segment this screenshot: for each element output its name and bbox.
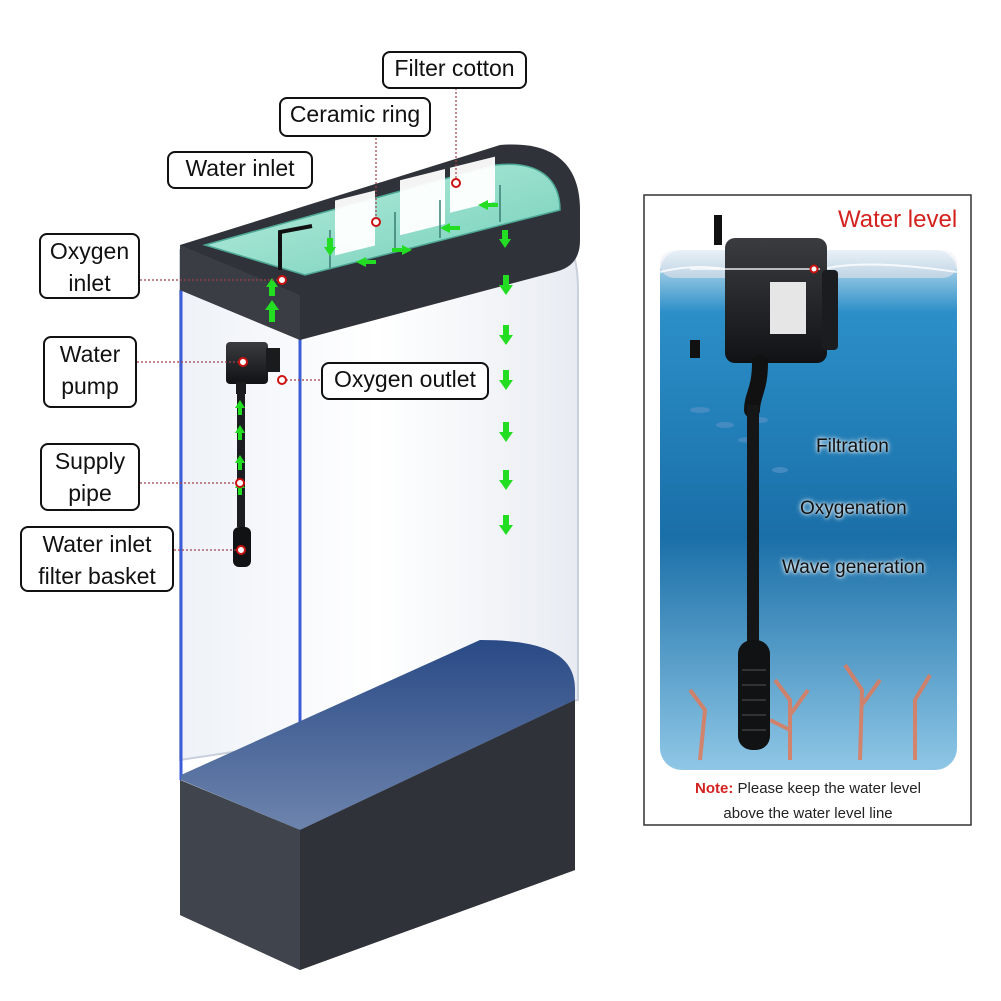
- tank-base: [180, 700, 575, 970]
- arrow-tray-2: [356, 257, 376, 267]
- label-oxygen-inlet-line2: inlet: [68, 270, 111, 296]
- top-filter-housing: [180, 144, 580, 340]
- label-water-inlet: Water inlet: [167, 151, 313, 189]
- arrow-up-inlet-2: [266, 278, 278, 296]
- arrow-tray-5: [478, 200, 498, 210]
- marker-water-pump: [238, 357, 248, 367]
- label-water-pump-line1: Water: [59, 341, 121, 367]
- product-panel: [643, 194, 972, 826]
- panel-note: Note: Please keep the water level above …: [645, 776, 971, 826]
- note-line1: Note: Please keep the water level: [645, 776, 971, 801]
- arrow-up-inlet: [265, 300, 279, 322]
- label-filter-basket-line2: filter basket: [38, 563, 156, 589]
- label-supply-pipe-line2: pipe: [68, 480, 112, 506]
- function-oxygenation: Oxygenation: [800, 498, 907, 519]
- label-ceramic-ring: Ceramic ring: [279, 97, 431, 137]
- arrow-tray-3: [392, 245, 412, 255]
- marker-dots: [235, 178, 461, 555]
- marker-oxygen-outlet: [277, 375, 287, 385]
- label-oxygen-inlet: Oxygen inlet: [39, 233, 140, 299]
- tank-water: [181, 640, 575, 830]
- label-water-inlet-filter-basket: Water inlet filter basket: [20, 526, 174, 592]
- function-wave-generation: Wave generation: [782, 557, 925, 578]
- label-water-pump-line2: pump: [61, 373, 119, 399]
- note-text-1: Please keep the water level: [737, 780, 921, 797]
- arrow-tray-1: [324, 238, 336, 256]
- label-supply-pipe: Supply pipe: [40, 443, 140, 511]
- arrow-down-column: [499, 275, 513, 535]
- marker-filter-cotton: [451, 178, 461, 188]
- note-label: Note:: [695, 780, 734, 797]
- label-water-pump: Water pump: [43, 336, 137, 408]
- marker-supply-pipe: [235, 478, 245, 488]
- marker-filter-basket: [236, 545, 246, 555]
- leader-lines: [137, 88, 457, 551]
- note-line2: above the water level line: [723, 805, 893, 822]
- water-level-label: Water level: [838, 206, 958, 233]
- marker-oxygen-inlet: [277, 275, 287, 285]
- arrow-tray-6: [499, 230, 511, 248]
- label-oxygen-inlet-line1: Oxygen: [49, 238, 130, 264]
- label-filter-cotton: Filter cotton: [382, 51, 527, 89]
- water-level-marker: [809, 264, 819, 274]
- label-filter-basket-line1: Water inlet: [42, 531, 152, 557]
- function-filtration: Filtration: [816, 436, 889, 457]
- label-supply-pipe-line1: Supply: [54, 448, 126, 474]
- marker-ceramic-ring: [371, 217, 381, 227]
- arrow-tray-4: [440, 223, 460, 233]
- label-oxygen-outlet: Oxygen outlet: [321, 362, 489, 400]
